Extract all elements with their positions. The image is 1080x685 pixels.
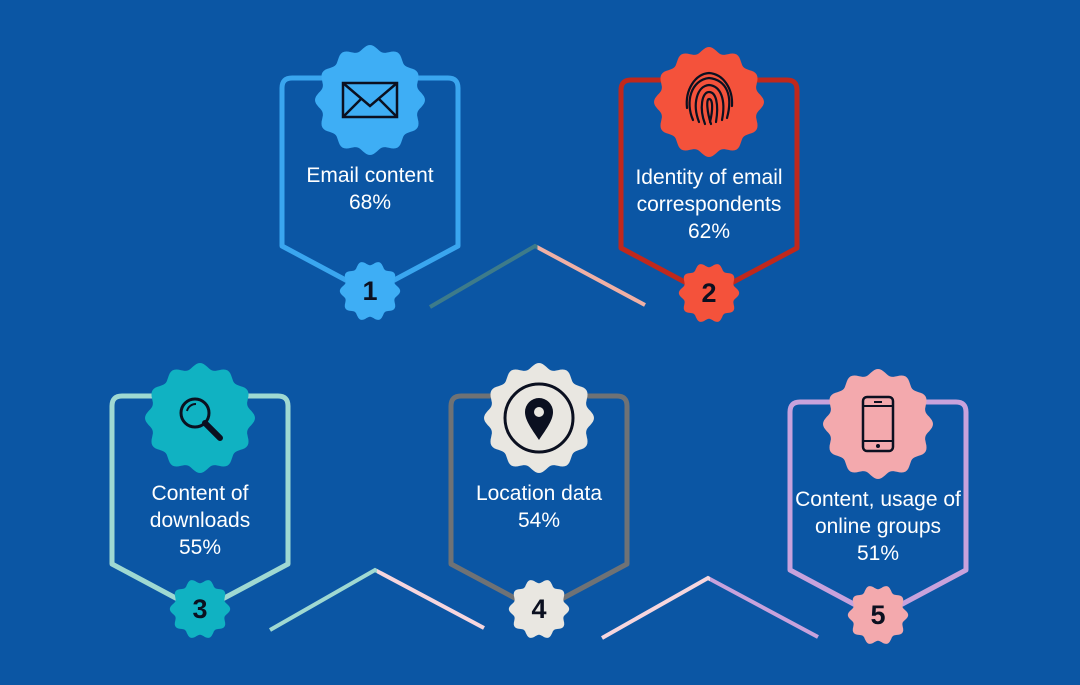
category-percentage: 51% bbox=[856, 542, 900, 565]
connector-3-4 bbox=[269, 567, 485, 632]
category-percentage: 68% bbox=[348, 191, 392, 214]
category-label: Content, usage of online groups bbox=[795, 488, 961, 538]
smartphone-icon bbox=[861, 395, 895, 453]
card-frame bbox=[448, 363, 630, 638]
category-label: Email content bbox=[306, 164, 434, 187]
card-text: Content, usage of online groups 51% bbox=[792, 486, 964, 567]
rank-number: 5 bbox=[870, 600, 886, 630]
category-card-3: Content of downloads 55% 3 bbox=[108, 363, 292, 638]
card-frame bbox=[787, 369, 969, 644]
category-percentage: 54% bbox=[517, 509, 561, 532]
card-text: Email content 68% bbox=[284, 162, 456, 216]
category-label: Content of downloads bbox=[149, 482, 251, 532]
card-text: Location data 54% bbox=[453, 480, 625, 534]
number-badge bbox=[847, 586, 909, 644]
fingerprint-icon bbox=[685, 71, 734, 126]
category-card-5: Content, usage of online groups 51% 5 bbox=[786, 369, 970, 644]
category-label: Identity of email correspondents bbox=[635, 166, 783, 216]
category-label: Location data bbox=[475, 482, 603, 505]
rank-number: 1 bbox=[362, 276, 378, 306]
category-card-2: Identity of email correspondents 62% 2 bbox=[617, 47, 801, 322]
rank-number: 2 bbox=[701, 278, 717, 308]
card-frame bbox=[618, 47, 800, 322]
card-frame bbox=[109, 363, 291, 638]
card-text: Identity of email correspondents 62% bbox=[623, 164, 795, 245]
icon-badge bbox=[145, 363, 255, 473]
rank-number: 3 bbox=[192, 594, 208, 624]
number-badge bbox=[508, 580, 570, 638]
location-pin-icon bbox=[503, 382, 575, 454]
icon-badge bbox=[315, 45, 425, 155]
category-percentage: 62% bbox=[687, 220, 731, 243]
number-badge bbox=[678, 264, 740, 322]
magnifier-icon bbox=[179, 397, 223, 441]
rank-number: 4 bbox=[531, 594, 547, 624]
number-badge bbox=[169, 580, 231, 638]
category-card-4: Location data 54% 4 bbox=[447, 363, 631, 638]
icon-badge bbox=[654, 47, 764, 157]
connector-1-2 bbox=[428, 243, 646, 309]
card-frame bbox=[279, 45, 461, 320]
connector-4-5 bbox=[601, 575, 819, 640]
envelope-icon bbox=[341, 81, 399, 119]
number-badge bbox=[339, 262, 401, 320]
icon-badge bbox=[823, 369, 933, 479]
card-text: Content of downloads 55% bbox=[114, 480, 286, 561]
category-percentage: 55% bbox=[178, 536, 222, 559]
category-card-1: Email content 68% 1 bbox=[278, 45, 462, 320]
